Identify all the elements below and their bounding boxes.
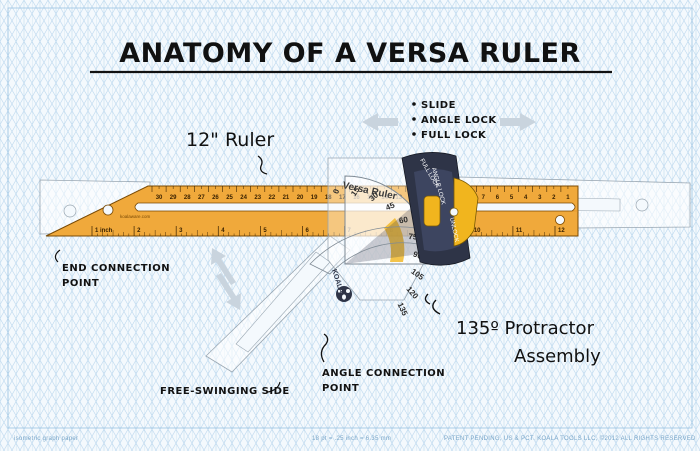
- upper-scale-number: 29: [170, 195, 177, 201]
- rotation-motion-icon: [424, 293, 441, 315]
- lower-scale-number: 12: [558, 228, 565, 234]
- end-connection-label-line1: END CONNECTION: [62, 263, 170, 274]
- upper-scale-number: 22: [269, 195, 276, 201]
- free-swinging-label: FREE-SWINGING SIDE: [160, 386, 290, 397]
- protractor-degree-label: 75: [408, 232, 418, 242]
- lower-scale-number: 2: [137, 228, 141, 234]
- paper-border: [7, 7, 693, 429]
- lower-scale-number: 1 inch: [95, 228, 113, 234]
- lower-scale-number: 6: [305, 228, 309, 234]
- upper-scale-number: 7: [482, 195, 486, 201]
- end-connection-label-line2: POINT: [62, 278, 99, 289]
- slide-arrow-right-icon: [500, 113, 536, 131]
- protractor-degree-label: 90: [412, 250, 424, 262]
- swing-arrow-icon: [211, 248, 241, 310]
- end-connection-pointer: [54, 249, 61, 263]
- lock-mode-slide: SLIDE: [421, 100, 456, 111]
- lower-scale-number: 3: [179, 228, 183, 234]
- upper-scale-number: 21: [283, 195, 290, 201]
- lock-label-unlock: UNLOCK: [448, 217, 459, 243]
- upper-scale-number: 20: [297, 195, 304, 201]
- upper-scale-number: 1: [566, 195, 570, 201]
- upper-scale-number: 26: [212, 195, 219, 201]
- ruler-label: 12" Ruler: [186, 129, 274, 151]
- free-swinging-side: [205, 235, 351, 373]
- lower-scale-number: 5: [263, 228, 267, 234]
- protractor-degree-label: 45: [384, 200, 396, 212]
- upper-scale-number: 18: [325, 195, 332, 201]
- upper-scale-number: 23: [254, 195, 261, 201]
- upper-scale-number: 25: [226, 195, 233, 201]
- angle-connection-pointer: [320, 333, 329, 363]
- upper-scale-number: 30: [156, 195, 163, 201]
- upper-scale-number: 27: [198, 195, 205, 201]
- angle-lock-pin: [449, 207, 459, 217]
- upper-scale-number: 4: [524, 195, 528, 201]
- upper-scale-number: 19: [311, 195, 318, 201]
- upper-scale-number: 24: [240, 195, 247, 201]
- lower-scale-number: 4: [221, 228, 225, 234]
- lock-mechanism: FULL LOCK ANGLE LOCK UNLOCK: [401, 152, 479, 266]
- upper-scale-number: 28: [184, 195, 191, 201]
- protractor-gold-band: [384, 218, 405, 262]
- protractor-label-line1: 135º Protractor: [456, 318, 595, 339]
- upper-scale-number: 2: [552, 195, 556, 201]
- upper-scale-number: 17: [339, 195, 346, 201]
- protractor-degree-label: 60: [398, 215, 409, 226]
- ruler-pointer-squiggle: [257, 155, 268, 175]
- slide-arrow-left-icon: [362, 113, 398, 131]
- lock-modes-list: SLIDE ANGLE LOCK FULL LOCK: [412, 100, 497, 141]
- footer-left: isometric graph paper: [14, 436, 78, 442]
- lower-scale-number: 11: [516, 228, 523, 234]
- end-connection-hole: [102, 204, 114, 216]
- free-swinging-pointer: [267, 381, 281, 393]
- lock-gold-clip: [453, 177, 479, 247]
- upper-scale-number: 6: [496, 195, 500, 201]
- footer-center: 18 pt = .25 inch = 6.35 mm: [312, 436, 391, 442]
- protractor-degree-label: 0: [331, 187, 341, 195]
- lower-scale-number: 10: [474, 228, 481, 234]
- ruler-brand-text: koalaware.com: [120, 214, 151, 219]
- upper-scale-number: 3: [538, 195, 542, 201]
- lock-knob: [423, 195, 441, 227]
- protractor-label-line2: Assembly: [514, 346, 601, 367]
- upper-scale-number: 5: [510, 195, 514, 201]
- angle-connection-label-line1: ANGLE CONNECTION: [322, 368, 445, 379]
- diagram-title: ANATOMY OF A VERSA RULER: [119, 38, 581, 69]
- lock-mode-full-lock: FULL LOCK: [421, 130, 487, 141]
- angle-connection-label-line2: POINT: [322, 383, 359, 394]
- footer-right: PATENT PENDING, US & PCT. KOALA TOOLS LL…: [444, 435, 696, 442]
- lock-mode-angle-lock: ANGLE LOCK: [421, 115, 497, 126]
